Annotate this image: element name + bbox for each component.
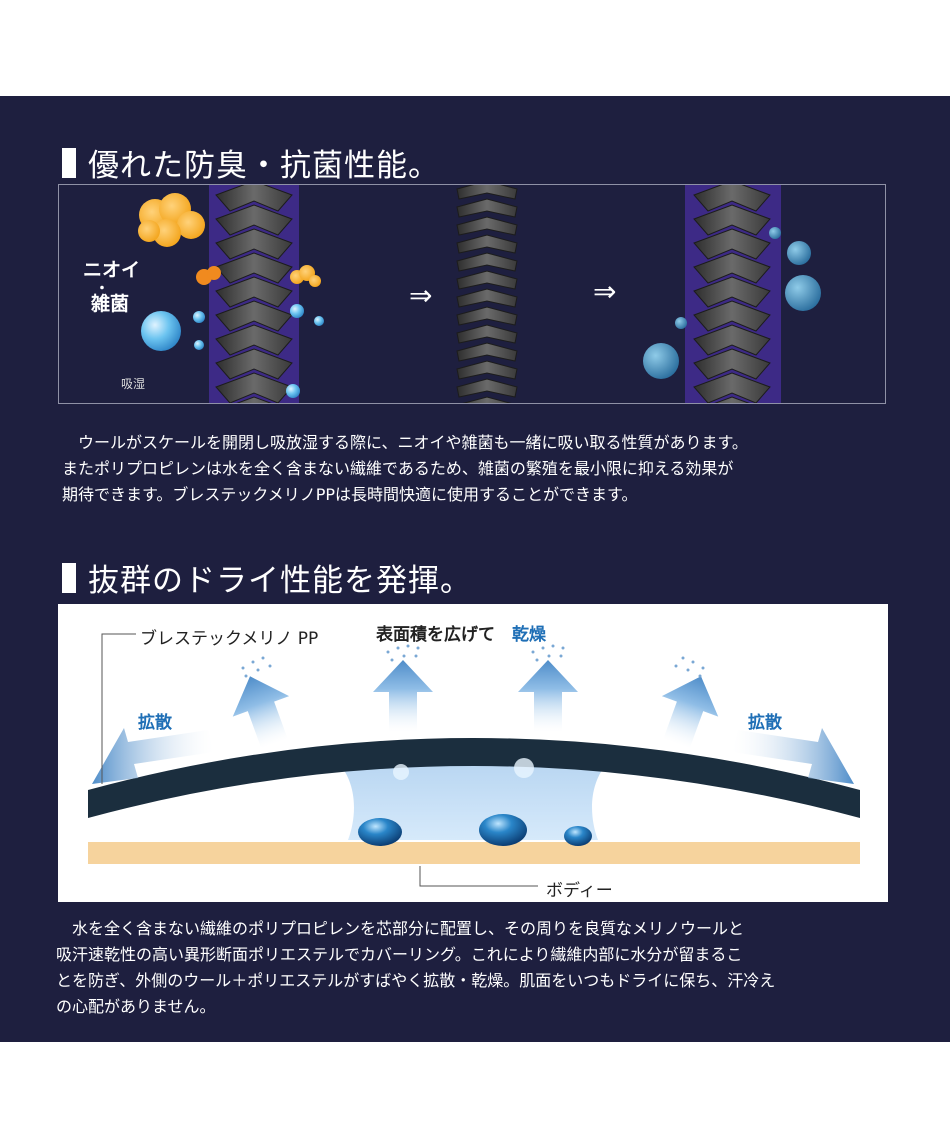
small-odor-cloud-icon [196,265,321,287]
body-skin-layer [88,842,860,864]
odor-label: ニオイ [83,259,141,281]
section2-line-4: の心配がありません。 [56,997,216,1016]
diffuse-right-label: 拡散 [748,713,782,733]
section2-paragraph: 水を全く含まない繊維のポリプロピレンを芯部分に配置し、その周りを良質なメリノウー… [56,916,775,1020]
bacteria-label: 雑菌 [91,293,130,315]
dry-label: 乾燥 [512,625,546,645]
label-dot: ・ [95,281,109,297]
heading-bar-icon [62,562,76,593]
absorb-label: 吸湿 [121,377,146,391]
moisture-bubbles-right [643,227,821,379]
diffuse-right-arrow-icon [732,728,854,784]
section1-heading-text: 優れた防臭・抗菌性能。 [88,148,440,184]
body-label-leader [419,866,538,887]
fiber-open-right [685,185,781,403]
arrow-right-icon-1: ⇒ [409,279,432,312]
arrow-right-icon-2: ⇒ [593,275,616,308]
dry-performance-diagram: ブレステックメリノ PP 表面積を広げて 乾燥 拡散 拡散 ボディー [58,604,888,902]
fabric-layer [88,738,860,818]
fabric-label: ブレステックメリノ PP [140,629,319,649]
section1-line-2: またポリプロピレンは水を全く含まない繊維であるため、雑菌の繁殖を最小限に抑える効… [62,459,734,478]
diffuse-left-arrow-icon [92,728,214,784]
section2-heading: 抜群のドライ性能を発揮。 [62,555,472,600]
fiber-open-left [209,185,299,403]
surface-label: 表面積を広げて [376,625,495,645]
section2-line-2: 吸汗速乾性の高い異形断面ポリエステルでカバーリング。これにより繊維内部に水分が留… [56,945,743,964]
section2-line-1: 水を全く含まない繊維のポリプロピレンを芯部分に配置し、その周りを良質なメリノウー… [56,919,745,938]
section1-line-1: ウールがスケールを開閉し吸放湿する際に、ニオイや雑菌も一緒に吸い取る性質がありま… [62,433,748,452]
water-drop-icons [358,758,592,846]
section2-line-3: とを防ぎ、外側のウール＋ポリエステルがすばやく拡散・乾燥。肌面をいつもドライに保… [56,971,776,990]
section1-line-3: 期待できます。ブレステックメリノPPは長時間快適に使用することができます。 [62,485,638,504]
section2-heading-text: 抜群のドライ性能を発揮。 [88,563,472,599]
section1-heading: 優れた防臭・抗菌性能。 [62,140,440,185]
body-label: ボディー [546,881,613,901]
evaporation-dots [241,644,705,678]
fabric-label-leader [101,633,136,784]
dry-diagram-svg [88,633,860,887]
moisture-bubbles-left [141,304,324,398]
diffuse-left-label: 拡散 [138,713,172,733]
fiber-closed-middle [456,185,518,403]
heading-bar-icon [62,147,76,178]
odor-cloud-icon [138,193,205,247]
section1-paragraph: ウールがスケールを開閉し吸放湿する際に、ニオイや雑菌も一緒に吸い取る性質がありま… [62,430,748,508]
fiber-illustration-svg: ⇒ ⇒ [138,185,821,403]
deodorant-illustration: ⇒ ⇒ [58,184,886,404]
